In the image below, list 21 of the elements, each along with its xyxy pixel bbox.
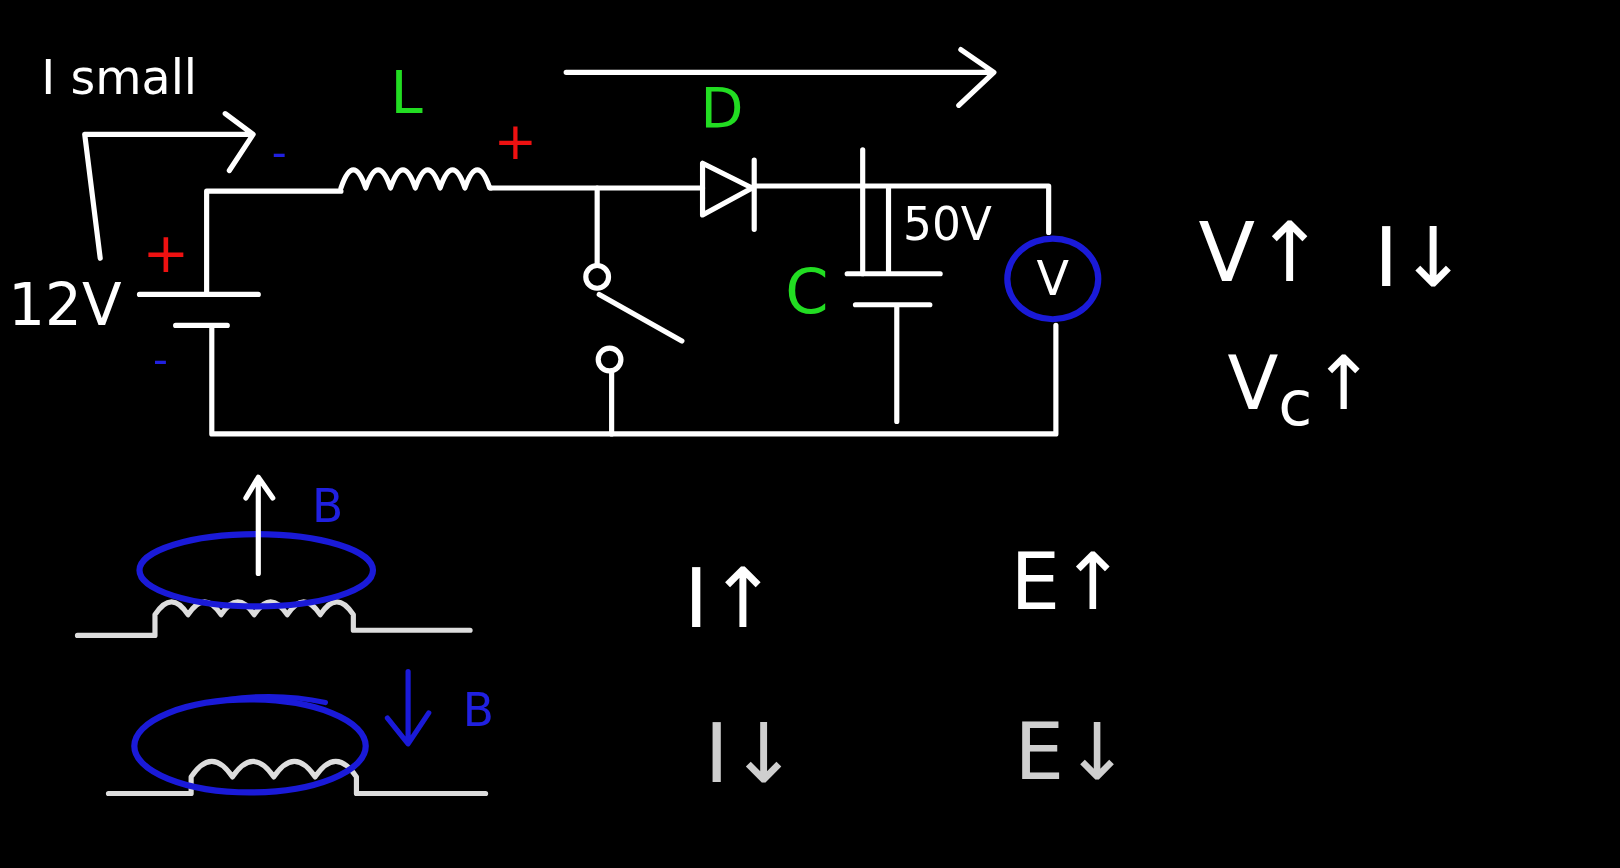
component-label: C: [785, 260, 829, 323]
voltage-label: 12V: [8, 276, 122, 335]
note-text: I↑: [683, 557, 778, 641]
polarity-sign: -: [152, 338, 168, 381]
field-label: B: [462, 688, 495, 734]
note-text: V$_{c}$↑: [1227, 346, 1375, 435]
voltage-label: 50V: [903, 201, 992, 247]
voltmeter-symbol: [1004, 235, 1102, 323]
note-text: I↓: [704, 712, 799, 796]
polarity-sign: +: [142, 225, 190, 281]
note-text: V↑: [1198, 211, 1325, 295]
field-label: B: [312, 483, 344, 529]
polarity-sign: +: [493, 115, 538, 168]
component-label: D: [700, 80, 744, 137]
note-text: E↓: [1014, 712, 1130, 792]
current-label: I small: [41, 53, 198, 102]
note-text: E↑: [1010, 542, 1126, 621]
note-text: I↓: [1374, 216, 1468, 300]
component-label: L: [390, 64, 423, 122]
polarity-sign: -: [271, 132, 287, 174]
meter-label: V: [1036, 255, 1070, 303]
